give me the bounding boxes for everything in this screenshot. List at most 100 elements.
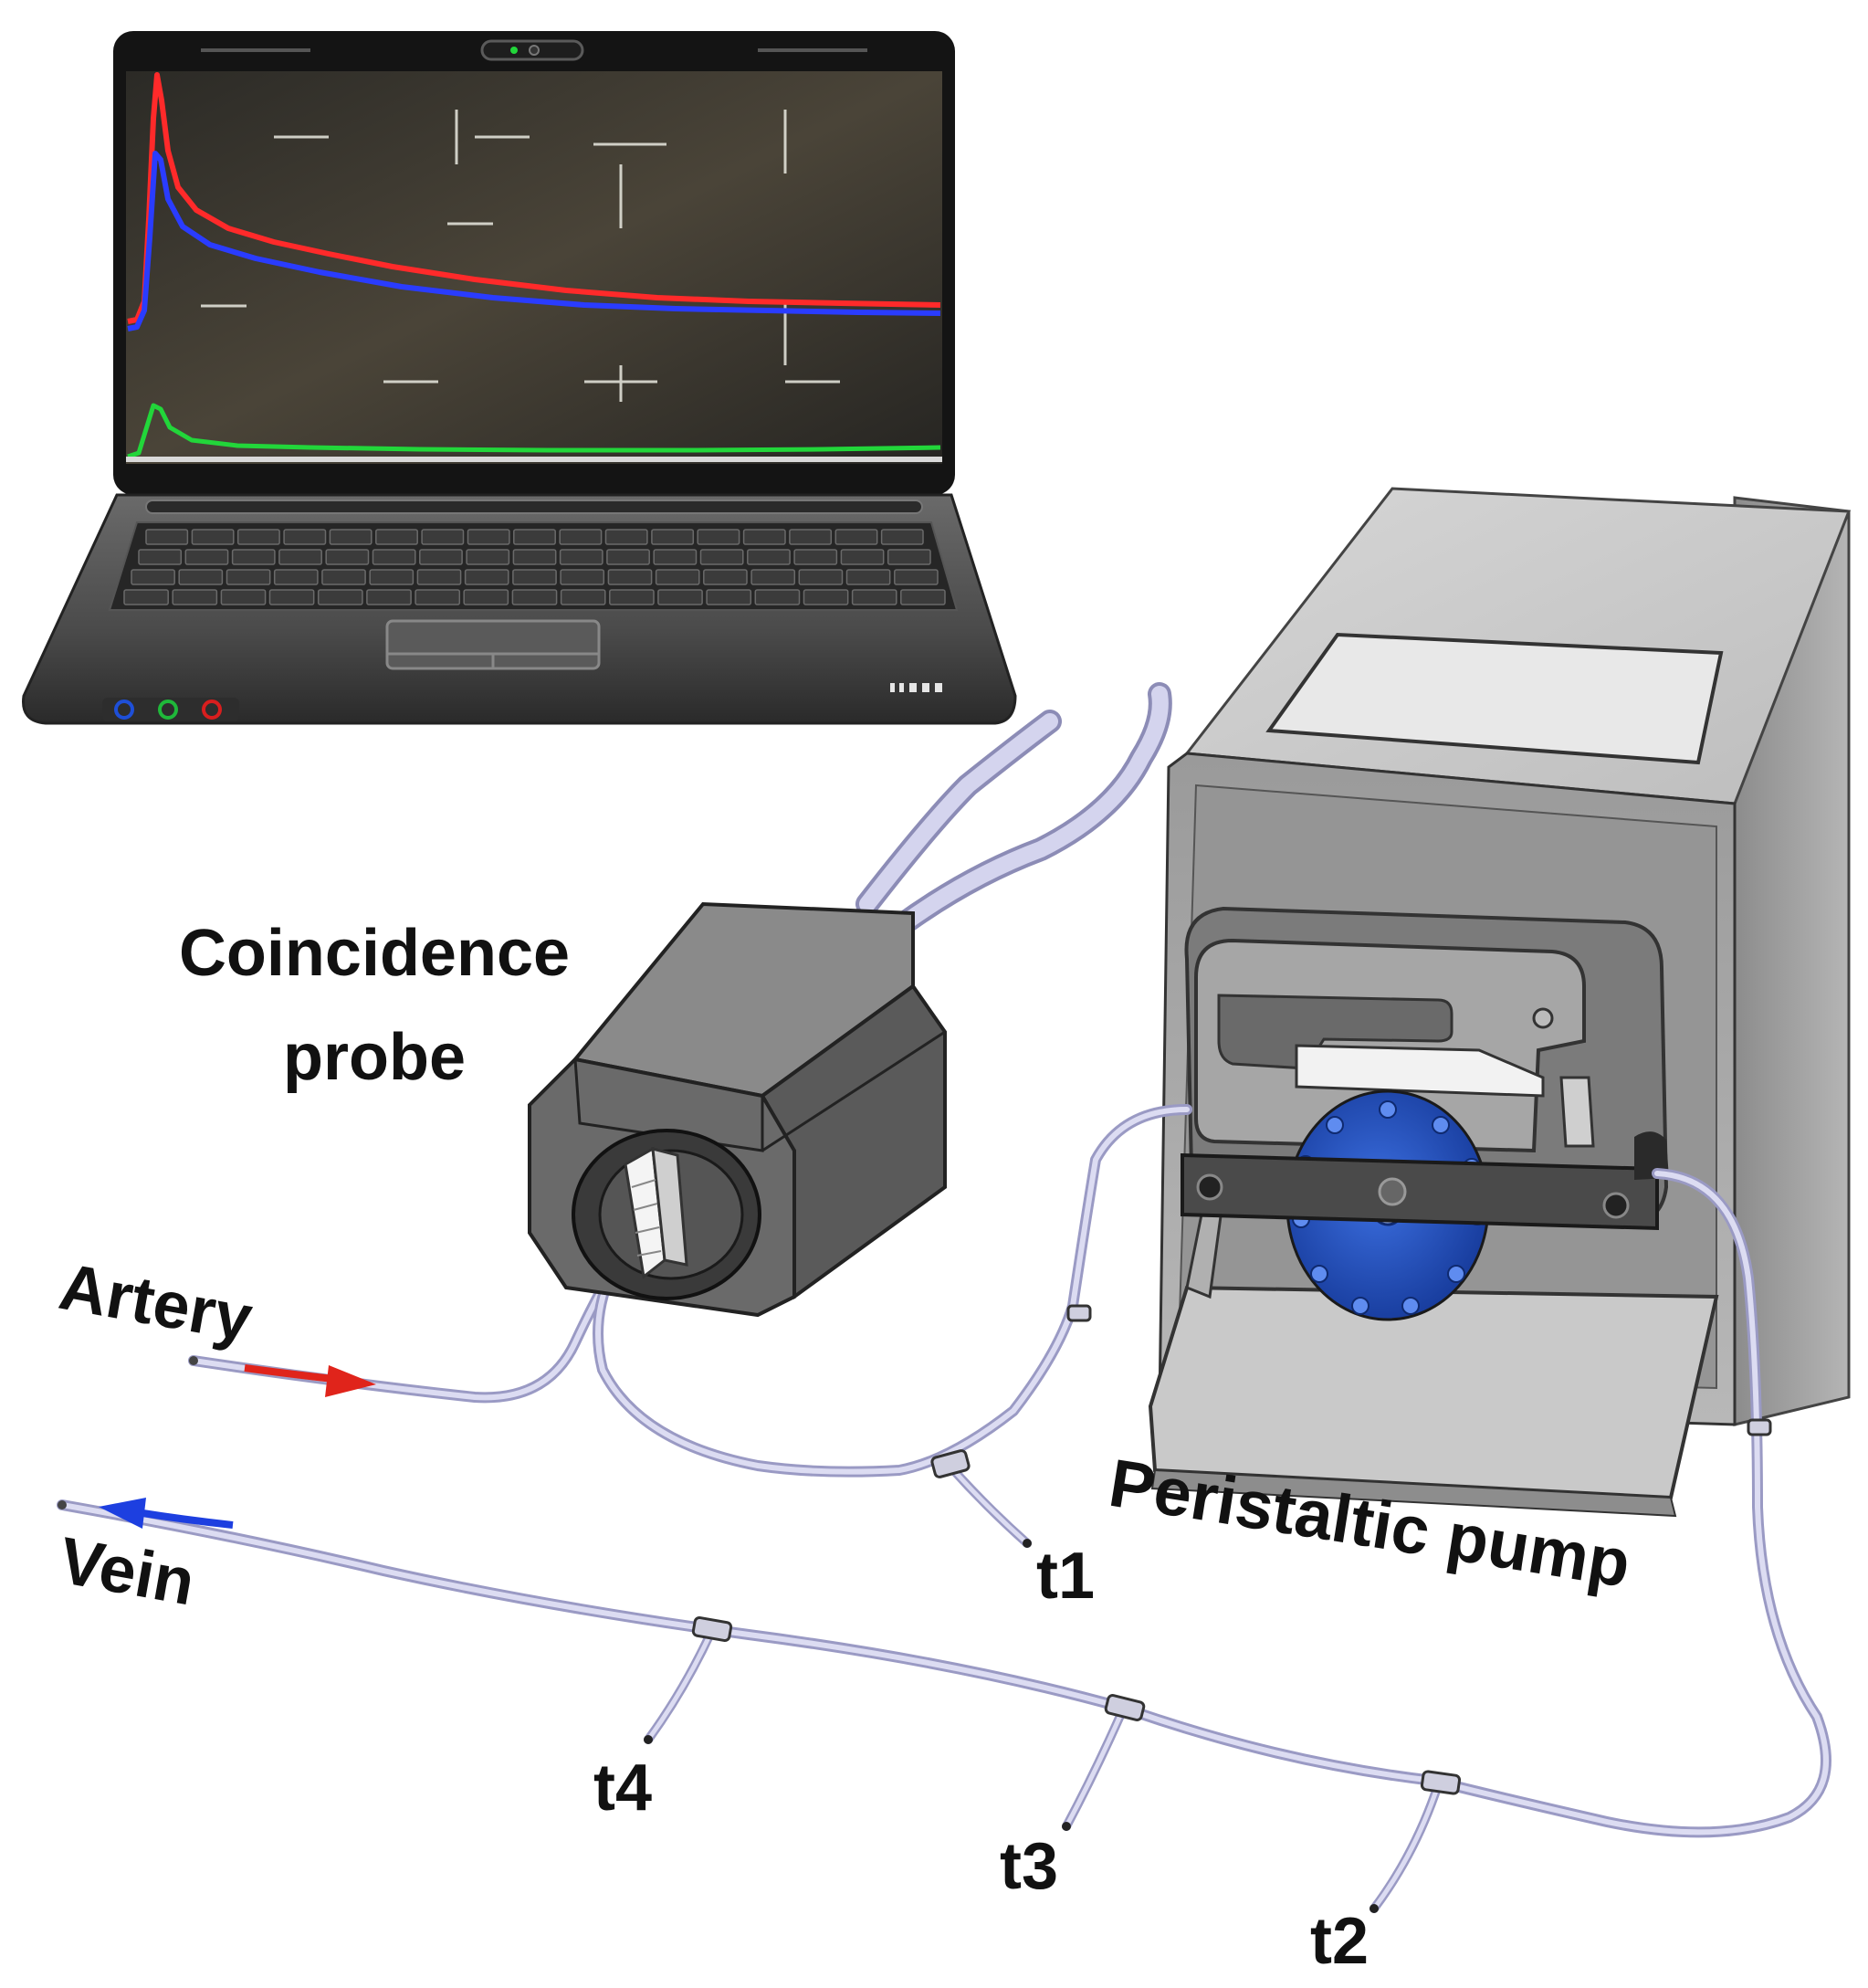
keyboard-key [329,529,373,545]
keyboard-key [463,589,509,605]
pump-inlet-connector [1066,1304,1092,1322]
keyboard-key [512,549,557,565]
keyboard-key [123,589,169,605]
keyboard-key [375,529,418,545]
keyboard-key [415,589,461,605]
trace-green [127,403,941,459]
keyboard-key [366,589,412,605]
keyboard-key [840,549,885,565]
label-vein: Vein [54,1524,200,1619]
tubing [57,682,1831,1913]
keyboard-key [754,589,801,605]
bar-screw-left [1196,1173,1223,1201]
pump-head-right-block [1634,1131,1669,1180]
pump-lid-screw [1532,1007,1554,1029]
keyboard-key [653,549,698,565]
keyboard-key [511,589,558,605]
t2-branch-tube [1370,1781,1443,1913]
keyboard-key [834,529,878,545]
label-artery: Artery [54,1250,257,1356]
label-t1: t1 [1036,1540,1095,1613]
status-leds [890,683,942,692]
keyboard-key [372,549,416,565]
keyboard-key [900,589,946,605]
vein-tip [58,1500,67,1509]
keyboard-key [793,549,838,565]
oscilloscope-grid [201,110,840,402]
t1-tip [1023,1539,1032,1548]
keyboard-key [513,529,556,545]
keyboard-key [655,569,700,585]
label-coincidence-probe-line1: Coincidence [179,917,570,990]
label-t3: t3 [1000,1830,1058,1903]
keyboard-key [803,589,849,605]
keyboard-key [609,589,655,605]
keyboard-key [798,569,844,585]
keyboard-key [467,529,510,545]
keyboard-key [236,529,280,545]
pump-outlet-connector [1747,1418,1772,1436]
pump-display-window [1265,632,1724,765]
keyboard-key [178,569,224,585]
keyboard-key [419,549,463,565]
pump-tube-guide [1559,1076,1595,1148]
keyboard-key [880,529,924,545]
keyboard-key [607,569,653,585]
pump-lid-slot [1217,994,1453,1070]
keyboard-key [559,549,603,565]
t2-tip [1370,1904,1379,1913]
keyboard-key [703,569,748,585]
laptop-screen [126,71,942,464]
keyboard-key [789,529,833,545]
peristaltic-pump [1148,487,1852,1518]
artery-tip [189,1356,198,1365]
audio-port-green [158,699,178,720]
keyboard-key [369,569,415,585]
audio-port-blue [114,699,134,720]
pump-base-lip [1150,1468,1677,1518]
t3-tip [1062,1822,1071,1831]
label-t2: t2 [1310,1905,1369,1978]
keyboard-key [512,569,557,585]
keyboard-key [560,569,605,585]
keyboard-key [894,569,939,585]
webcam-icon [480,39,584,61]
keyboard-key [220,589,267,605]
keyboard-key [651,529,695,545]
keyboard-key [145,529,189,545]
t4-tip [644,1735,653,1744]
bar-screw-right [1602,1192,1630,1219]
t2-junction [1420,1770,1462,1795]
keyboard-key [268,589,315,605]
keyboard-key [231,549,276,565]
keyboard-key [131,569,175,585]
keyboard-key [697,529,740,545]
keyboard-key [226,569,271,585]
t3-junction [1104,1694,1146,1721]
keyboard-key [421,529,465,545]
keyboard-key [325,549,370,565]
t4-junction [691,1615,733,1643]
coincidence-probe [528,901,947,1318]
keyboard-key [706,589,752,605]
keyboard-key [283,529,327,545]
touchpad [385,619,601,670]
keyboard-key [278,549,322,565]
pump-head-lid [1194,938,1586,1153]
keyboard-key [138,549,183,565]
keyboard-key [887,549,931,565]
keyboard-key [851,589,897,605]
keyboard-key [606,549,650,565]
label-coincidence-probe-line2: probe [283,1021,466,1094]
keyboard-key [191,529,235,545]
laptop-hinge [145,500,923,514]
keyboard-key [317,589,363,605]
pump-base-tray [1148,1285,1719,1500]
vein-arrow [99,1498,234,1529]
keyboard-key [657,589,703,605]
artery-arrow [244,1364,376,1397]
pump-lid-clamp [1295,1044,1545,1098]
keyboard-key [699,549,744,565]
keyboard-key [750,569,796,585]
